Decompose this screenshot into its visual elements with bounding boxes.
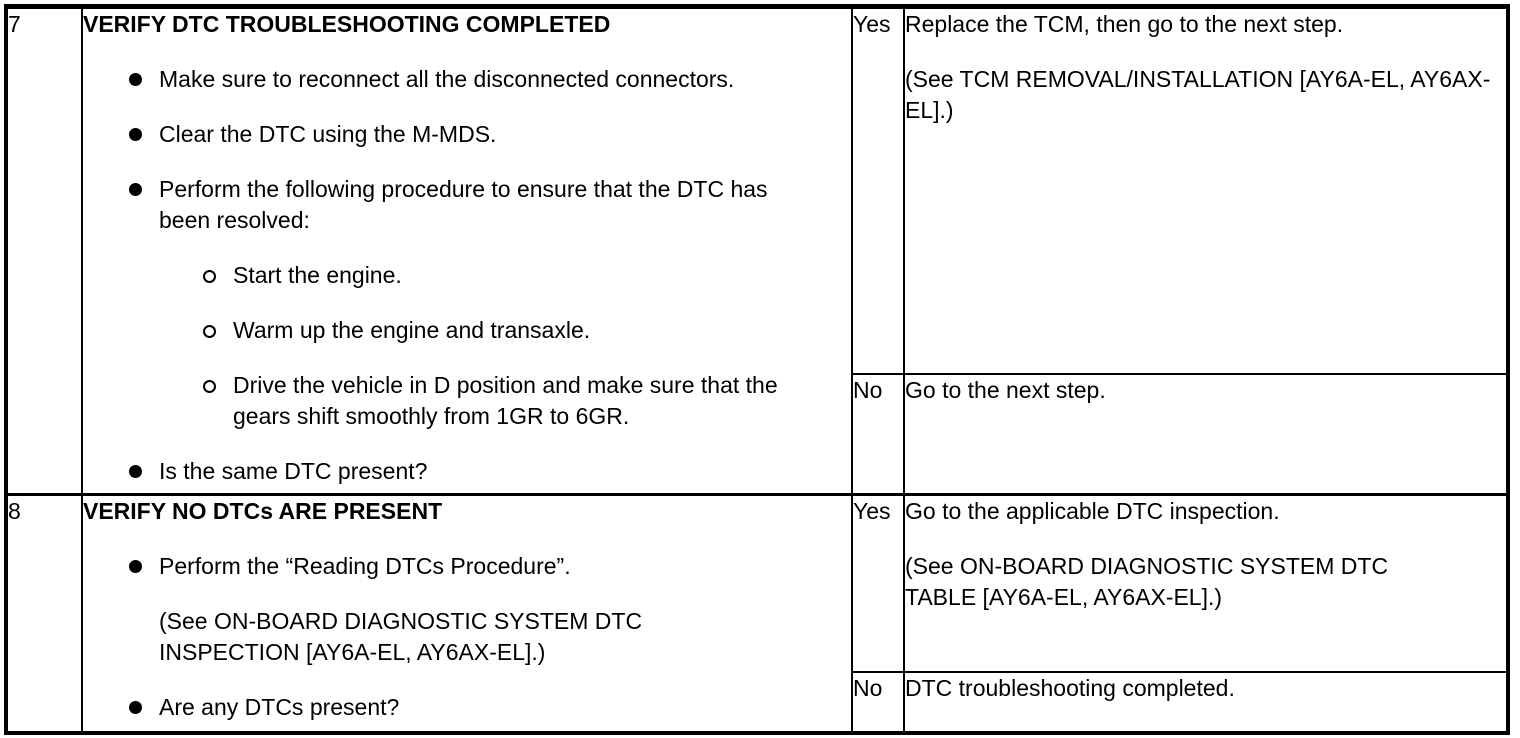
step-procedure: VERIFY DTC TROUBLESHOOTING COMPLETED Mak… [81,6,853,496]
bullet-text: Are any DTCs present? [159,694,400,720]
answer-label: No [853,376,883,403]
step-number-text: 7 [8,11,21,37]
hollow-bullet-icon [203,270,216,283]
bullet-text: Perform the “Reading DTCs Procedure”. [159,553,571,579]
answer-label: Yes [853,11,891,37]
step-procedure: VERIFY NO DTCs ARE PRESENT Perform the “… [81,493,853,733]
reference-note: (See ON-BOARD DIAGNOSTIC SYSTEM DTC INSP… [159,608,643,665]
diagnostic-table: 7 VERIFY DTC TROUBLESHOOTING COMPLETED M… [4,4,1510,735]
filled-bullet-icon [129,465,142,478]
filled-bullet-icon [129,701,142,714]
sub-bullet-item: Start the engine. [83,260,851,291]
action-text: DTC troubleshooting completed. [905,674,1235,701]
action-text: Replace the TCM, then go to the next ste… [905,11,1344,37]
action-yes: Replace the TCM, then go to the next ste… [903,6,1508,375]
sub-bullet-text: Start the engine. [233,262,402,288]
hollow-bullet-icon [203,380,216,393]
step-number-text: 8 [8,498,21,524]
sub-bullet-item: Warm up the engine and transaxle. [83,315,851,346]
filled-bullet-icon [129,73,142,86]
step-title: VERIFY NO DTCs ARE PRESENT [83,498,443,524]
answer-no: No [851,372,905,496]
filled-bullet-icon [129,128,142,141]
action-yes: Go to the applicable DTC inspection. (Se… [903,493,1508,673]
step-7-row-yes: 7 VERIFY DTC TROUBLESHOOTING COMPLETED M… [6,6,1508,496]
answer-label: No [853,674,883,701]
bullet-text: Clear the DTC using the M-MDS. [159,121,497,147]
bullet-item: Perform the “Reading DTCs Procedure”. [83,551,851,582]
answer-no: No [851,670,905,733]
action-no: Go to the next step. [903,372,1508,496]
filled-bullet-icon [129,183,142,196]
hollow-bullet-icon [203,325,216,338]
filled-bullet-icon [129,560,142,573]
bullet-text: Make sure to reconnect all the disconnec… [159,66,735,92]
bullet-item: Make sure to reconnect all the disconnec… [83,64,851,95]
answer-label: Yes [853,498,891,524]
step-7-row-no: No Go to the next step. [7,372,1508,496]
bullet-item: Are any DTCs present? [83,692,851,723]
reference-note: (See ON-BOARD DIAGNOSTIC SYSTEM DTC TABL… [905,553,1389,610]
bullet-item: Is the same DTC present? [83,456,851,487]
troubleshooting-sheet: 7 VERIFY DTC TROUBLESHOOTING COMPLETED M… [4,4,1510,735]
step-8-row-no: No DTC troubleshooting completed. [7,670,1508,733]
step-number: 8 [6,493,83,733]
action-text: Go to the next step. [905,376,1106,403]
answer-yes: Yes [851,493,905,673]
step-title: VERIFY DTC TROUBLESHOOTING COMPLETED [83,11,611,37]
action-no: DTC troubleshooting completed. [903,670,1508,733]
bullet-text: Perform the following procedure to ensur… [159,176,768,233]
bullet-item: Perform the following procedure to ensur… [83,174,799,236]
sub-bullet-text: Drive the vehicle in D position and make… [233,372,778,429]
sub-bullet-text: Warm up the engine and transaxle. [233,317,591,343]
bullet-item: Clear the DTC using the M-MDS. [83,119,851,150]
bullet-text: Is the same DTC present? [159,458,428,484]
answer-yes: Yes [851,6,905,375]
step-8-row-yes: 8 VERIFY NO DTCs ARE PRESENT Perform the… [6,493,1508,733]
step-number: 7 [6,6,83,496]
action-text: Go to the applicable DTC inspection. [905,498,1280,524]
sub-bullet-item: Drive the vehicle in D position and make… [83,370,793,432]
reference-note: (See TCM REMOVAL/INSTALLATION [AY6A-EL, … [905,66,1491,123]
